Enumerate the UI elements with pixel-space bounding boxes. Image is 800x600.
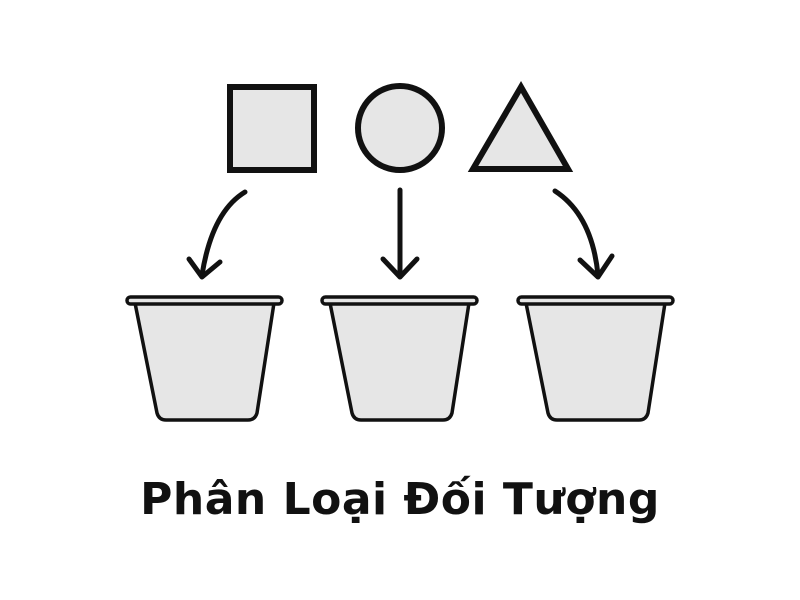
bin-3 — [516, 295, 675, 422]
bin-2 — [320, 295, 479, 422]
square-shape — [227, 84, 317, 173]
circle-shape — [355, 83, 445, 173]
triangle-shape — [467, 81, 574, 172]
arrow-left-icon — [186, 189, 248, 280]
arrow-down-icon — [380, 187, 420, 280]
arrow-right-icon — [552, 188, 615, 280]
bin-1 — [125, 295, 284, 422]
diagram-title: Phân Loại Đối Tượng — [140, 474, 660, 525]
